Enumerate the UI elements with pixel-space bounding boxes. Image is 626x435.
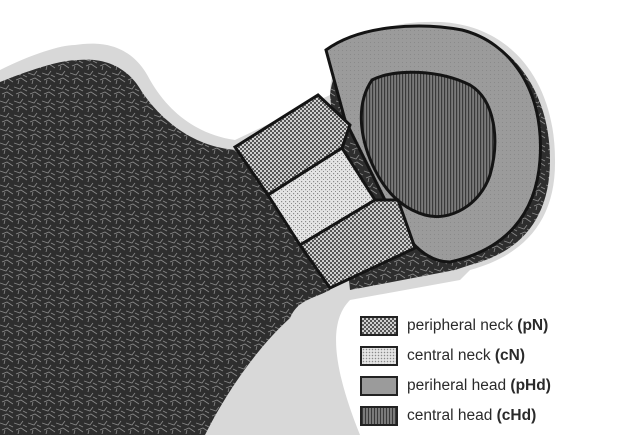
legend-label: periheral head [407, 377, 506, 394]
legend-label: central head [407, 407, 492, 424]
legend-abbr: (cHd) [497, 407, 537, 424]
legend-item-cHd: central head (cHd) [360, 401, 622, 431]
legend-abbr: (cN) [495, 347, 525, 364]
swatch-cN [360, 346, 398, 366]
legend-item-pHd: periheral head (pHd) [360, 371, 622, 401]
legend: peripheral neck (pN) central neck (cN) p… [360, 311, 622, 431]
legend-item-pN: peripheral neck (pN) [360, 311, 622, 341]
swatch-cHd [360, 406, 398, 426]
legend-abbr: (pN) [517, 317, 548, 334]
swatch-pHd [360, 376, 398, 396]
legend-label: central neck [407, 347, 491, 364]
swatch-pN [360, 316, 398, 336]
legend-abbr: (pHd) [510, 377, 550, 394]
legend-item-cN: central neck (cN) [360, 341, 622, 371]
legend-label: peripheral neck [407, 317, 513, 334]
